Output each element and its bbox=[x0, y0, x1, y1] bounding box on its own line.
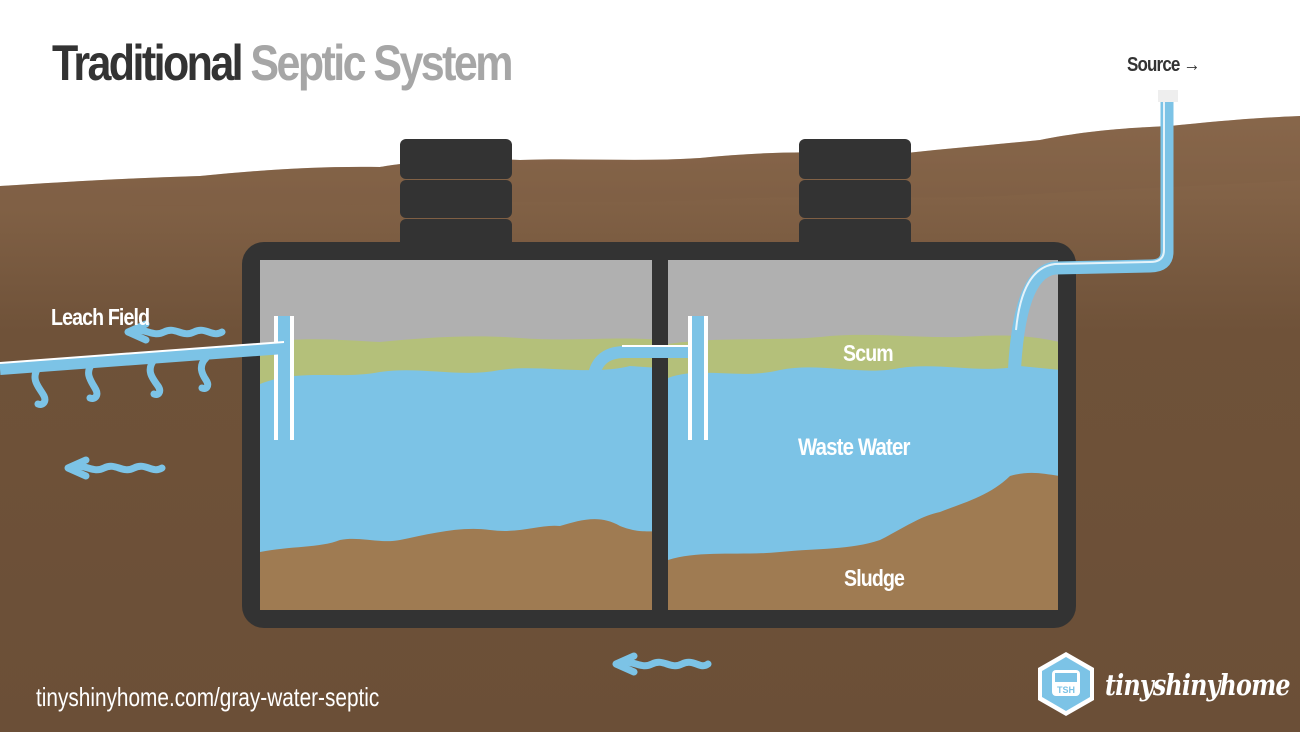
seepage-drip-icon bbox=[146, 356, 164, 398]
source-url: tinyshinyhome.com/gray-water-septic bbox=[36, 682, 380, 712]
outlet-pipe bbox=[0, 316, 294, 440]
leach-field-label: Leach Field bbox=[51, 304, 150, 330]
logo-badge-text: TSH bbox=[1057, 685, 1075, 695]
flow-arrow-icon bbox=[612, 652, 712, 676]
riser-left bbox=[400, 139, 512, 255]
chamber-left bbox=[260, 260, 652, 610]
source-cap bbox=[1158, 90, 1178, 102]
sludge-layer bbox=[260, 519, 652, 610]
sludge-layer bbox=[668, 472, 1058, 610]
seepage-drip-icon bbox=[197, 354, 212, 392]
transfer-pipe bbox=[587, 316, 708, 440]
waste-water-label: Waste Water bbox=[798, 434, 910, 461]
scum-label: Scum bbox=[843, 340, 894, 366]
sludge-label: Sludge bbox=[844, 565, 905, 591]
soil-surface-band bbox=[0, 116, 1300, 206]
chamber-right bbox=[668, 260, 1058, 610]
seepage-drip-icon bbox=[85, 360, 101, 402]
inlet-pipe-highlight bbox=[1015, 100, 1165, 331]
tank-divider bbox=[652, 260, 668, 610]
riser-right bbox=[799, 139, 911, 255]
title-bold: Traditional bbox=[52, 35, 244, 91]
flow-arrow-icon bbox=[124, 320, 226, 344]
flow-arrow-icon bbox=[64, 456, 166, 480]
source-label: Source → bbox=[1127, 54, 1200, 76]
logo-badge-icon: TSH bbox=[1038, 652, 1094, 716]
inlet-pipe bbox=[1007, 96, 1174, 381]
brand-wordmark: tinyshinyhome bbox=[1105, 668, 1291, 702]
title-light: Septic System bbox=[250, 35, 513, 91]
page-title: Traditional Septic System bbox=[52, 34, 513, 92]
seepage-drip-icon bbox=[31, 364, 49, 408]
